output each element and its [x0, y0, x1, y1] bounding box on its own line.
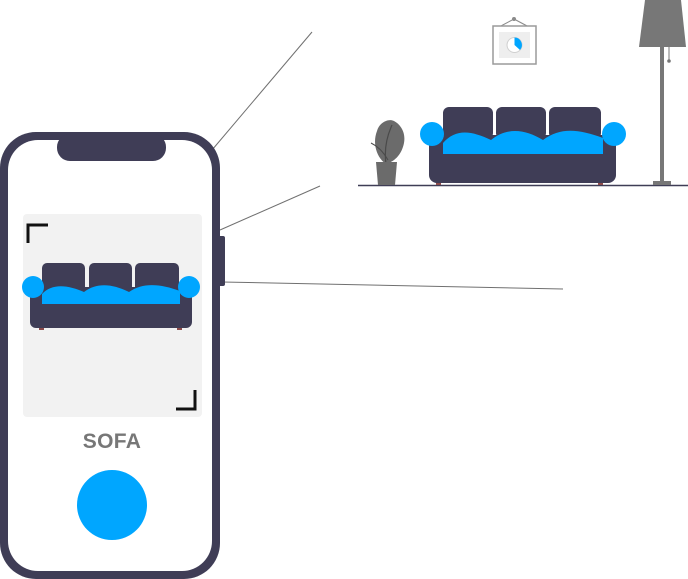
phone-notch	[57, 134, 166, 161]
detected-sofa	[22, 263, 200, 330]
connector-lines	[211, 31, 564, 290]
connector-line-bottom	[221, 281, 564, 290]
phone	[0, 132, 225, 579]
room-sofa	[420, 107, 626, 185]
room-scene	[358, 0, 688, 187]
floor-lamp	[639, 0, 686, 185]
capture-button[interactable]	[77, 470, 147, 540]
connector-line-middle	[219, 185, 321, 231]
wall-picture	[492, 17, 537, 65]
viewfinder-corner-top-left-icon	[26, 223, 48, 243]
connector-line-top	[211, 31, 313, 151]
detected-object-label: SOFA	[82, 430, 142, 453]
potted-plant	[370, 120, 405, 185]
viewfinder-corner-bottom-right-icon	[176, 390, 197, 411]
